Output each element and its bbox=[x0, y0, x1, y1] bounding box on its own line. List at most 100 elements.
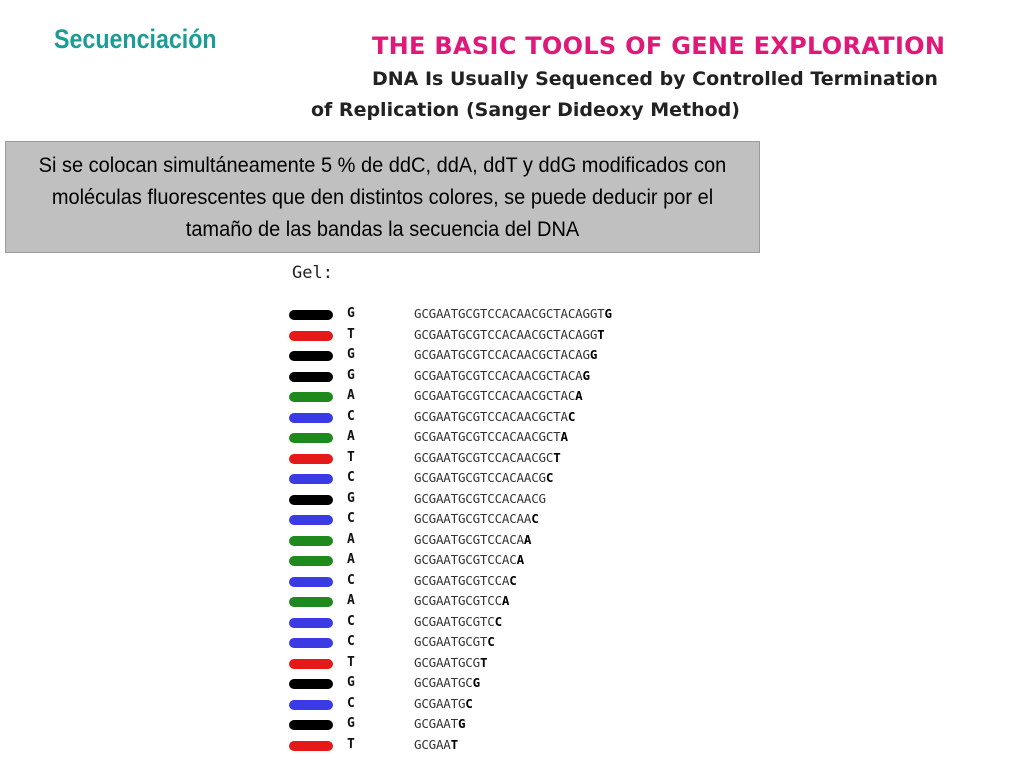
fragment-sequence: GCGAATGCGTCCACAACGCT bbox=[414, 450, 561, 465]
fragment-sequence: GCGAATGCGTC bbox=[414, 634, 495, 649]
fragment-sequence: GCGAATGCGTCC bbox=[414, 614, 502, 629]
terminal-base: G bbox=[472, 675, 481, 690]
lane-base-label: T bbox=[347, 449, 355, 465]
lane-base-label: C bbox=[347, 695, 355, 711]
terminal-base: T bbox=[597, 326, 605, 342]
gel-lane: G GCGAATGCGTCCACAACGCTACAGG bbox=[287, 346, 707, 367]
fragment-sequence: GCGAAT bbox=[414, 737, 458, 752]
figure-subtitle-line2: of Replication (Sanger Dideoxy Method) bbox=[311, 99, 740, 121]
fragment-sequence: GCGAATGCGTCCACAACGCTA bbox=[414, 429, 568, 444]
fragment-sequence: GCGAATGCGTCCACAACGCTACAGG bbox=[414, 347, 597, 362]
gel-lane: A GCGAATGCGTCCACAACGCTACA bbox=[287, 387, 707, 408]
terminal-base: G bbox=[604, 306, 612, 321]
sequence-prefix: GCGAATGCGTCCACAACGCTA bbox=[414, 408, 568, 424]
terminal-base: T bbox=[450, 736, 459, 752]
sequence-prefix: GCGAATGCGTC bbox=[414, 613, 495, 629]
lane-base-label: G bbox=[347, 367, 355, 383]
figure-title: THE BASIC TOOLS OF GENE EXPLORATION bbox=[372, 32, 946, 60]
gel-label: Gel: bbox=[292, 263, 333, 283]
sequence-prefix: GCGAATGCGTCCA bbox=[414, 572, 510, 588]
terminal-base: A bbox=[523, 531, 532, 547]
sequence-prefix: GCGAATGCGTCCACAACG bbox=[414, 490, 546, 506]
terminal-base: C bbox=[487, 634, 495, 649]
figure-subtitle-line1: DNA Is Usually Sequenced by Controlled T… bbox=[372, 68, 938, 90]
terminal-base: C bbox=[531, 511, 539, 526]
gel-band bbox=[289, 392, 333, 402]
gel-band bbox=[289, 494, 333, 505]
terminal-base: T bbox=[479, 654, 488, 670]
callout-box: Si se colocan simultáneamente 5 % de ddC… bbox=[5, 141, 760, 253]
sequence-prefix: GCGAATGCGTCCACAACGCTACAG bbox=[414, 347, 590, 362]
sequence-prefix: GCGAATGCG bbox=[414, 654, 480, 670]
gel-band bbox=[289, 740, 333, 751]
terminal-base: C bbox=[509, 572, 517, 588]
terminal-base: G bbox=[457, 716, 466, 731]
gel-band bbox=[289, 638, 333, 648]
gel-lane: C GCGAATGC bbox=[287, 695, 707, 716]
gel-band bbox=[289, 576, 333, 587]
terminal-base: G bbox=[582, 367, 591, 383]
lane-base-label: G bbox=[347, 716, 355, 731]
lane-base-label: C bbox=[347, 408, 355, 424]
terminal-base: C bbox=[494, 613, 503, 629]
lane-base-label: T bbox=[347, 736, 355, 752]
lane-base-label: A bbox=[347, 552, 355, 567]
fragment-sequence: GCGAATGCGTCCAC bbox=[414, 573, 517, 588]
lane-base-label: T bbox=[347, 326, 355, 342]
lane-base-label: G bbox=[347, 675, 355, 690]
fragment-sequence: GCGAATGCGTCCACAACGCTACA bbox=[414, 388, 583, 403]
gel-band bbox=[289, 351, 333, 361]
fragment-sequence: GCGAATGCGTCCACAAC bbox=[414, 511, 539, 526]
terminal-base: A bbox=[516, 552, 525, 567]
fragment-sequence: GCGAATGC bbox=[414, 696, 473, 711]
fragment-sequence: GCGAATGCGTCCACAACGC bbox=[414, 470, 553, 485]
fragment-sequence: GCGAATGCGTCCACAACGCTAC bbox=[414, 409, 575, 424]
lane-base-label: C bbox=[347, 613, 355, 629]
lane-base-label: A bbox=[347, 531, 355, 547]
lane-base-label: G bbox=[347, 347, 355, 362]
gel-band bbox=[289, 556, 333, 566]
sequence-prefix: GCGAATGCGTCCACAACGCTACAGG bbox=[414, 326, 598, 342]
gel-band bbox=[289, 720, 333, 730]
gel-band bbox=[289, 679, 333, 689]
gel-lane: G GCGAATGCGTCCACAACG bbox=[287, 490, 707, 511]
lane-base-label: G bbox=[347, 306, 355, 321]
lane-base-label: C bbox=[347, 511, 355, 526]
fragment-sequence: GCGAATGCGTCCACA bbox=[414, 552, 524, 567]
sequence-prefix: GCGAA bbox=[414, 736, 451, 752]
lane-base-label: T bbox=[347, 654, 355, 670]
sequence-prefix: GCGAATGCGTCCACAACGCTACA bbox=[414, 367, 583, 383]
slide-title: Secuenciación bbox=[54, 24, 217, 54]
gel-band bbox=[289, 535, 333, 546]
fragment-sequence: GCGAATGCGTCCACAACGCTACAGGTG bbox=[414, 306, 612, 321]
fragment-sequence: GCGAATGCGTCCACAACGCTACAGGT bbox=[414, 326, 605, 342]
lane-base-label: A bbox=[347, 593, 355, 608]
gel-band bbox=[289, 310, 333, 320]
sequence-prefix: GCGAAT bbox=[414, 716, 458, 731]
gel-band bbox=[289, 515, 333, 525]
sequence-prefix: GCGAATGCGTCCACAA bbox=[414, 511, 532, 526]
gel-lane: C GCGAATGCGTCCACAACGCTAC bbox=[287, 408, 707, 429]
callout-text: Si se colocan simultáneamente 5 % de ddC… bbox=[38, 153, 727, 241]
sequence-prefix: GCGAATGCGTCCACAACGCTACAGGT bbox=[414, 306, 605, 321]
lane-base-label: A bbox=[347, 388, 355, 403]
lane-base-label: G bbox=[347, 490, 355, 506]
fragment-sequence: GCGAATGCGT bbox=[414, 655, 487, 670]
sequence-prefix: GCGAATGC bbox=[414, 675, 473, 690]
fragment-sequence: GCGAATGCGTCCACAA bbox=[414, 532, 531, 547]
fragment-sequence: GCGAATGCGTCCACAACGCTACAG bbox=[414, 368, 590, 383]
gel-lane: T GCGAATGCGTCCACAACGCT bbox=[287, 449, 707, 470]
